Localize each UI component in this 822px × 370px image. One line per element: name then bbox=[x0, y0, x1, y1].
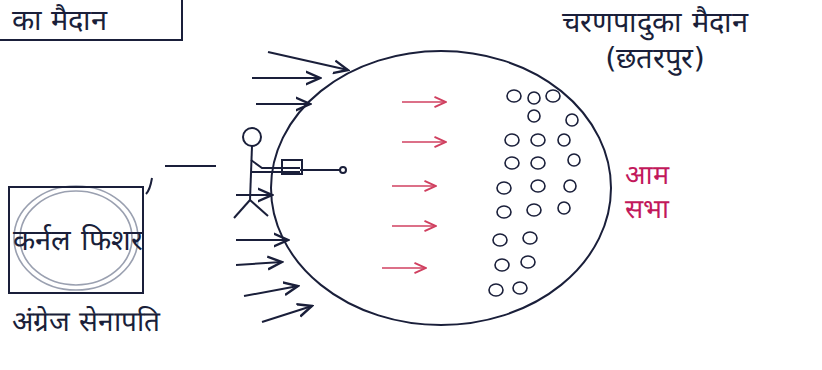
heading-fragment: का मैदान bbox=[8, 2, 111, 38]
crowd bbox=[489, 90, 580, 296]
leader-line bbox=[146, 166, 216, 194]
ground-circle: चरणपादुका मैदान (छतरपुर)आम सभा bbox=[270, 50, 612, 326]
assembly-label: आम सभा bbox=[604, 158, 690, 226]
firing-arrows bbox=[382, 102, 446, 268]
circle-outline bbox=[270, 50, 612, 326]
colonel-caption: अंग्रेज सेनापति bbox=[12, 304, 160, 339]
heading-frame bbox=[0, 0, 182, 40]
soldier-figure bbox=[234, 128, 346, 218]
colonel-name: कर्नल फिशर bbox=[10, 222, 146, 258]
place-heading: चरणपादुका मैदान (छतरपुर) bbox=[510, 4, 800, 77]
colonel-box: कर्नल फिशरअंग्रेज सेनापति bbox=[8, 186, 144, 294]
advance-arrows bbox=[236, 52, 348, 322]
